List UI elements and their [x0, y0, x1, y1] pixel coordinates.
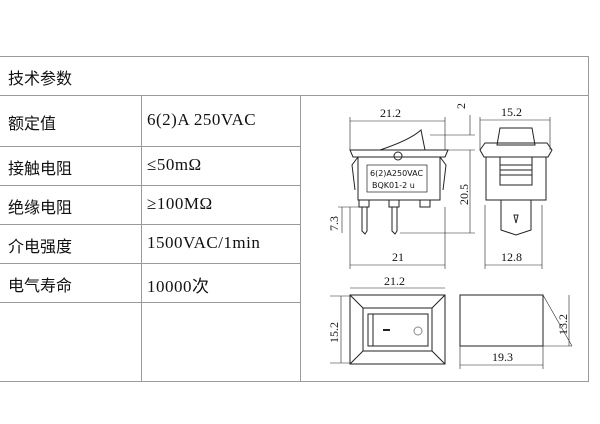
dielectric-strength-value: 1500VAC/1min [147, 233, 261, 252]
dim-side-width-bottom: 12.8 [501, 250, 522, 264]
table-bottom-border [0, 381, 589, 382]
insulation-resistance-value: ≥100MΩ [147, 194, 213, 213]
column-divider [300, 95, 301, 381]
row-divider [0, 302, 300, 303]
top-view [349, 294, 446, 365]
column-divider [141, 95, 142, 381]
electrical-life-value: 10000次 [147, 277, 210, 296]
dim-top-view-width: 21.2 [384, 274, 405, 288]
electrical-life-label: 电气寿命 [8, 276, 73, 295]
marking-line-2: BQK01-2 u [372, 181, 415, 190]
rated-value-label: 额定值 [8, 114, 57, 133]
dim-front-width-top: 21.2 [380, 106, 401, 120]
header-divider [0, 95, 589, 96]
table-right-border [588, 56, 589, 381]
dimension-lines [330, 115, 573, 369]
side-view [479, 127, 553, 236]
dim-body-height: 20.5 [457, 184, 471, 205]
insulation-resistance-label: 绝缘电阻 [8, 198, 73, 217]
contact-resistance-value: ≤50mΩ [147, 155, 202, 174]
rated-value: 6(2)A 250VAC [147, 110, 257, 129]
dim-top-view-height: 15.2 [327, 322, 341, 343]
dim-cutout-width: 19.3 [492, 350, 513, 364]
section-title: 技术参数 [8, 69, 73, 88]
panel-cutout [459, 294, 544, 347]
dim-front-width-bottom: 21 [392, 250, 404, 264]
dim-cutout-height: 13.2 [556, 314, 570, 335]
table-top-border [0, 56, 589, 57]
contact-resistance-label: 接触电阻 [8, 159, 73, 178]
switch-dimension-drawing: 6(2)A250VAC BQK01-2 u 21.2 2 15.2 20. [327, 103, 573, 369]
row-divider [0, 263, 300, 264]
row-divider [0, 185, 300, 186]
dim-pin-length: 7.3 [327, 216, 341, 231]
row-divider [0, 224, 300, 225]
front-view: 6(2)A250VAC BQK01-2 u [349, 129, 449, 235]
dielectric-strength-label: 介电强度 [8, 237, 73, 256]
row-divider [0, 146, 300, 147]
marking-line-1: 6(2)A250VAC [370, 169, 423, 178]
dim-side-width-top: 15.2 [501, 105, 522, 119]
dim-rocker-height: 2 [454, 103, 468, 109]
